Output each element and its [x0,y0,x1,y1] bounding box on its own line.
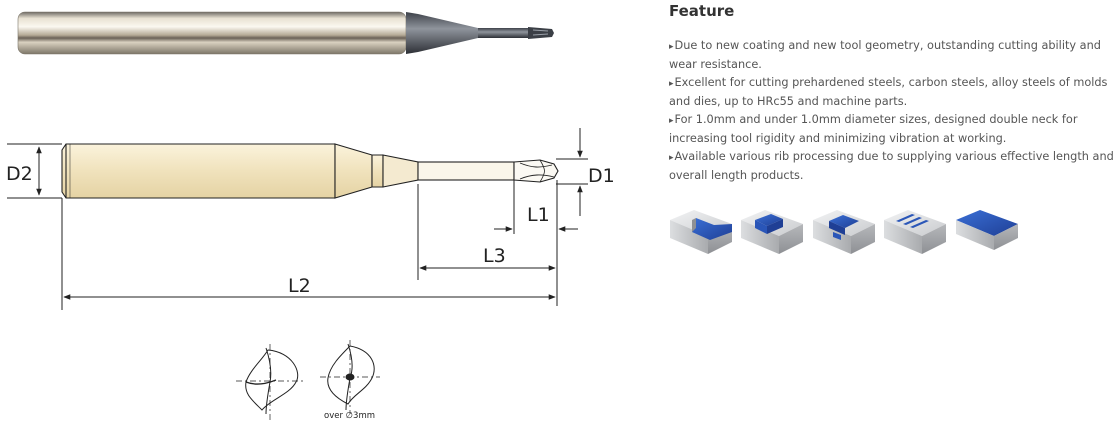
rib-face-block-icon [956,210,1018,250]
l3-label: L3 [483,245,506,267]
feature-item: ▸For 1.0mm and under 1.0mm diameter size… [669,113,1078,145]
bullet-icon: ▸ [669,42,674,52]
diagram-panel: D2 D1 L1 L3 L2 [6,11,615,421]
cross-section-over-3mm [320,340,380,414]
feature-item: ▸Available various rib processing due to… [669,150,1114,182]
end-mill-diagram: D2 D1 L1 L3 L2 [6,11,615,421]
d2-dimension [7,143,62,199]
l3-dimension [417,184,556,280]
d2-label: D2 [6,163,33,185]
bullet-icon: ▸ [669,116,674,126]
l1-label: L1 [527,204,550,226]
rib-pocket-block-icon [813,210,875,254]
rib-processing-examples [670,210,1018,254]
bullet-icon: ▸ [669,153,674,163]
feature-list: ▸Due to new coating and new tool geometr… [669,37,1115,185]
end-mill-photo [17,11,554,55]
d1-label: D1 [588,165,615,187]
cross-section-note: over ∅3mm [324,411,375,421]
l1-dimension [494,180,578,306]
d1-dimension [556,128,588,216]
feature-panel: Feature ▸Due to new coating and new tool… [669,0,1116,423]
cross-section-standard [236,344,304,420]
feature-title: Feature [669,2,735,20]
rib-slot-block-icon [741,210,803,254]
rib-grooves-block-icon [884,210,946,254]
rib-step-block-icon [670,210,732,254]
feature-item: ▸Excellent for cutting prehardened steel… [669,76,1108,108]
end-mill-drawing [61,143,559,199]
l2-dimension [61,198,556,310]
feature-item: ▸Due to new coating and new tool geometr… [669,39,1101,71]
l2-label: L2 [288,275,311,297]
bullet-icon: ▸ [669,79,674,89]
